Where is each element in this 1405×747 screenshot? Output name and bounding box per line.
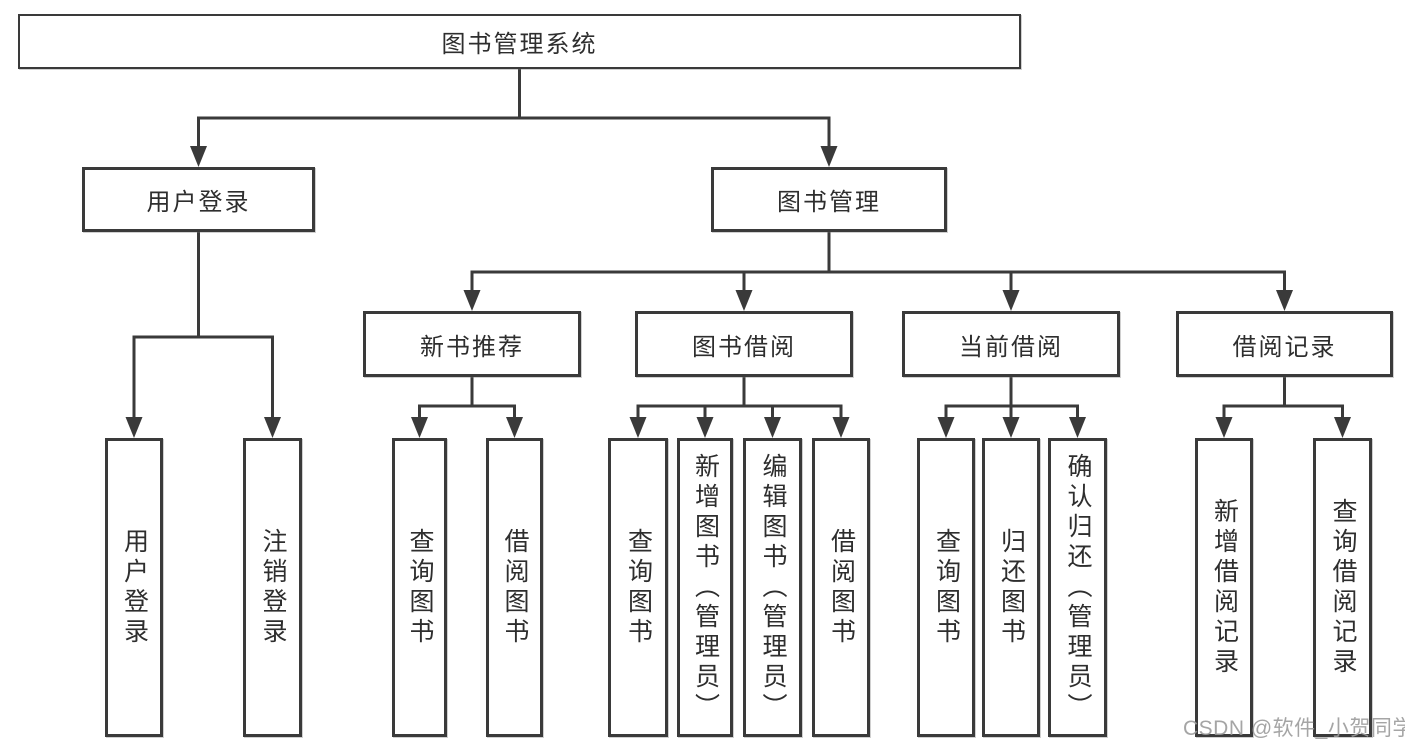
node-user-login: 用户登录: [82, 167, 315, 232]
node-new-book-recommend: 新书推荐: [363, 311, 581, 377]
node-bb-query-books-label: 查询图书: [624, 527, 653, 648]
node-cb-confirm-return-admin-label: 确认归还（管理员）: [1064, 452, 1092, 723]
node-nb-query-books: 查询图书: [392, 438, 447, 737]
node-cb-return-books-label: 归还图书: [997, 527, 1026, 648]
csdn-watermark: CSDN @软件_小贺同学: [1183, 717, 1405, 740]
node-bb-add-book-admin: 新增图书（管理员）: [677, 438, 733, 737]
node-nb-borrow-books: 借阅图书: [486, 438, 543, 737]
node-cb-query-books: 查询图书: [917, 438, 975, 737]
node-nb-query-books-label: 查询图书: [406, 527, 434, 648]
node-bb-add-book-admin-label: 新增图书（管理员）: [691, 452, 720, 723]
node-bb-query-books: 查询图书: [608, 438, 668, 737]
node-bb-borrow-books: 借阅图书: [812, 438, 870, 737]
node-borrow-records: 借阅记录: [1176, 311, 1393, 377]
node-cb-return-books: 归还图书: [982, 438, 1040, 737]
node-root-label: 图书管理系统: [441, 31, 598, 58]
node-logout: 注销登录: [243, 438, 302, 737]
node-book-management: 图书管理: [711, 167, 947, 232]
node-book-management-label: 图书管理: [777, 189, 881, 216]
node-bb-edit-book-admin-label: 编辑图书（管理员）: [759, 452, 787, 723]
node-book-borrow-label: 图书借阅: [692, 333, 796, 361]
node-login: 用户登录: [105, 438, 163, 737]
node-login-label: 用户登录: [120, 527, 149, 648]
node-br-add-record-label: 新增借阅记录: [1210, 497, 1239, 678]
node-user-login-label: 用户登录: [146, 189, 251, 216]
node-root: 图书管理系统: [18, 14, 1021, 69]
node-bb-borrow-books-label: 借阅图书: [827, 527, 856, 648]
node-nb-borrow-books-label: 借阅图书: [501, 527, 529, 648]
node-cb-query-books-label: 查询图书: [932, 527, 961, 648]
node-current-borrow-label: 当前借阅: [959, 333, 1063, 361]
node-borrow-records-label: 借阅记录: [1232, 333, 1337, 361]
arrowheads: [125, 146, 1351, 438]
node-br-query-record-label: 查询借阅记录: [1329, 497, 1357, 678]
node-br-query-record: 查询借阅记录: [1313, 438, 1372, 737]
node-logout-label: 注销登录: [259, 527, 287, 648]
node-book-borrow: 图书借阅: [635, 311, 853, 377]
node-cb-confirm-return-admin: 确认归还（管理员）: [1048, 438, 1107, 737]
node-br-add-record: 新增借阅记录: [1195, 438, 1253, 737]
node-current-borrow: 当前借阅: [902, 311, 1120, 377]
node-new-book-recommend-label: 新书推荐: [420, 333, 524, 361]
node-bb-edit-book-admin: 编辑图书（管理员）: [743, 438, 802, 737]
